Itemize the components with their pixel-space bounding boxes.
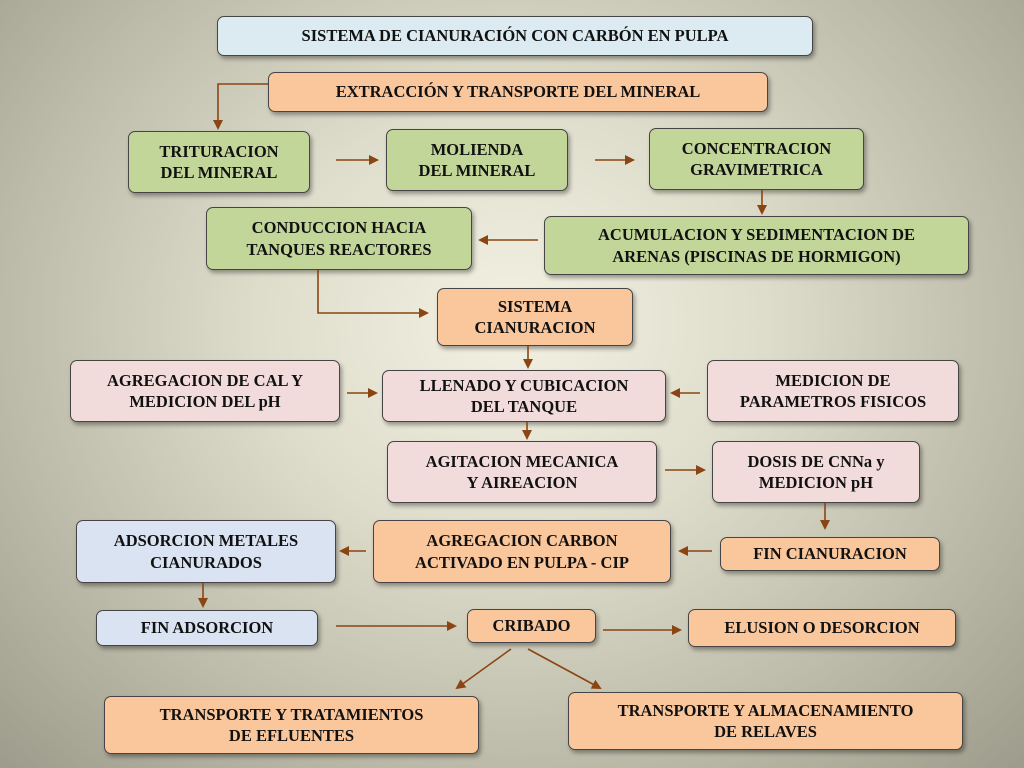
node-acumulacion: ACUMULACION Y SEDIMENTACION DE ARENAS (P…: [544, 216, 969, 275]
node-concentracion-label: CONCENTRACION GRAVIMETRICA: [681, 138, 832, 179]
node-fin-adsorcion: FIN ADSORCION: [96, 610, 318, 646]
node-sistema-cianuracion-label: SISTEMA CIANURACION: [474, 296, 596, 337]
node-concentracion: CONCENTRACION GRAVIMETRICA: [649, 128, 864, 190]
node-agregacion-cal-label: AGREGACION DE CAL Y MEDICION DEL pH: [106, 370, 304, 411]
node-conduccion: CONDUCCION HACIA TANQUES REACTORES: [206, 207, 472, 270]
node-elusion-label: ELUSION O DESORCION: [724, 618, 920, 638]
node-llenado: LLENADO Y CUBICACION DEL TANQUE: [382, 370, 666, 422]
node-acumulacion-label: ACUMULACION Y SEDIMENTACION DE ARENAS (P…: [597, 225, 916, 266]
node-dosis: DOSIS DE CNNa y MEDICION pH: [712, 441, 920, 503]
node-transporte-relaves: TRANSPORTE Y ALMACENAMIENTO DE RELAVES: [568, 692, 963, 750]
node-adsorcion-label: ADSORCION METALES CIANURADOS: [113, 531, 299, 572]
node-adsorcion: ADSORCION METALES CIANURADOS: [76, 520, 336, 583]
node-agitacion: AGITACION MECANICA Y AIREACION: [387, 441, 657, 503]
node-fin-cianuracion: FIN CIANURACION: [720, 537, 940, 571]
node-title: SISTEMA DE CIANURACIÓN CON CARBÓN EN PUL…: [217, 16, 813, 56]
node-agregacion-carbon: AGREGACION CARBON ACTIVADO EN PULPA - CI…: [373, 520, 671, 583]
node-agitacion-label: AGITACION MECANICA Y AIREACION: [425, 451, 619, 492]
node-medicion-parametros-label: MEDICION DE PARAMETROS FISICOS: [739, 370, 927, 411]
node-sistema-cianuracion: SISTEMA CIANURACION: [437, 288, 633, 346]
node-agregacion-cal: AGREGACION DE CAL Y MEDICION DEL pH: [70, 360, 340, 422]
node-fin-adsorcion-label: FIN ADSORCION: [140, 618, 274, 638]
node-fin-cianuracion-label: FIN CIANURACION: [753, 544, 907, 564]
node-conduccion-label: CONDUCCION HACIA TANQUES REACTORES: [246, 218, 432, 259]
node-molienda: MOLIENDA DEL MINERAL: [386, 129, 568, 191]
node-dosis-label: DOSIS DE CNNa y MEDICION pH: [747, 451, 885, 492]
node-extraccion: EXTRACCIÓN Y TRANSPORTE DEL MINERAL: [268, 72, 768, 112]
node-transporte-relaves-label: TRANSPORTE Y ALMACENAMIENTO DE RELAVES: [617, 700, 914, 741]
node-llenado-label: LLENADO Y CUBICACION DEL TANQUE: [419, 375, 629, 416]
node-transporte-efluentes: TRANSPORTE Y TRATAMIENTOS DE EFLUENTES: [104, 696, 479, 754]
node-cribado-label: CRIBADO: [492, 616, 571, 636]
node-agregacion-carbon-label: AGREGACION CARBON ACTIVADO EN PULPA - CI…: [415, 531, 629, 572]
node-medicion-parametros: MEDICION DE PARAMETROS FISICOS: [707, 360, 959, 422]
node-molienda-label: MOLIENDA DEL MINERAL: [418, 139, 536, 180]
node-extraccion-label: EXTRACCIÓN Y TRANSPORTE DEL MINERAL: [335, 82, 701, 102]
node-title-label: SISTEMA DE CIANURACIÓN CON CARBÓN EN PUL…: [301, 26, 729, 46]
node-trituracion-label: TRITURACION DEL MINERAL: [159, 141, 279, 182]
node-elusion: ELUSION O DESORCION: [688, 609, 956, 647]
node-trituracion: TRITURACION DEL MINERAL: [128, 131, 310, 193]
node-cribado: CRIBADO: [467, 609, 596, 643]
node-transporte-efluentes-label: TRANSPORTE Y TRATAMIENTOS DE EFLUENTES: [159, 704, 424, 745]
